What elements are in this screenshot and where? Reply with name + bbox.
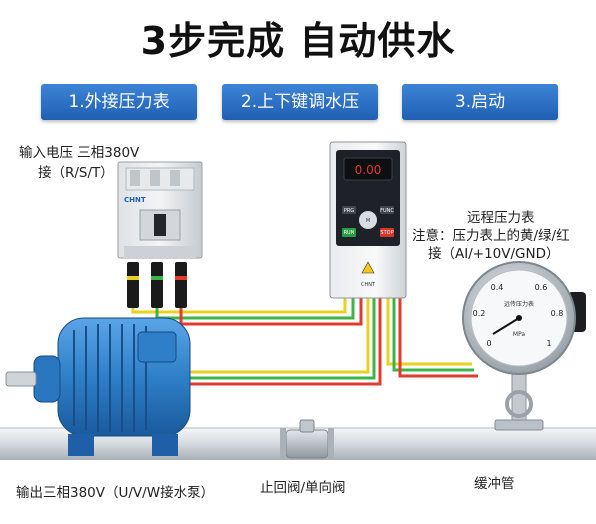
warning-icon <box>361 261 375 274</box>
svg-text:PRG: PRG <box>344 208 354 214</box>
svg-text:STOP: STOP <box>380 230 393 236</box>
motor-shaft <box>5 371 37 387</box>
gauge-tick-0.4: 0.4 <box>491 283 504 292</box>
gauge-tick-0: 0 <box>486 339 491 348</box>
headline: 3步完成 自动供水 <box>140 19 456 63</box>
gauge-tick-0.6: 0.6 <box>535 283 548 292</box>
prg-key[interactable] <box>342 206 356 214</box>
gauge-wires <box>386 298 478 378</box>
gauge-face-text: 远传压力表 <box>504 300 534 308</box>
gauge-needle <box>492 317 520 335</box>
gauge-tick-0.2: 0.2 <box>473 309 486 318</box>
circuit-breaker: CHNT <box>117 161 203 308</box>
buffer-tube-label: 缓冲管 <box>474 476 515 492</box>
pressure-gauge: 0 0.2 0.4 0.6 0.8 1 远传压力表 MPa <box>462 261 586 375</box>
dial-knob[interactable] <box>359 211 377 229</box>
breaker-handle[interactable] <box>154 214 166 236</box>
run-key[interactable] <box>342 228 356 237</box>
vfd-brand: CHNT <box>361 282 376 288</box>
gauge-tick-0.8: 0.8 <box>551 309 564 318</box>
gauge-terminal-label: 接（AI/+10V/GND） <box>428 246 560 262</box>
check-valve <box>280 419 334 460</box>
gauge-note-label: 注意：压力表上的黄/绿/红 <box>412 228 570 244</box>
gauge-scale: 0 0.2 0.4 0.6 0.8 1 <box>473 283 564 348</box>
vfd-inverter: 0.00 PRG FUNC M RUN STOP CHNT <box>329 141 407 299</box>
step-1-button[interactable]: 1.外接压力表 <box>41 84 197 120</box>
svg-text:RUN: RUN <box>344 230 355 236</box>
step-2-button[interactable]: 2.上下键调水压 <box>222 84 378 120</box>
svg-text:FUNC: FUNC <box>380 208 394 214</box>
pump-motor <box>5 317 191 456</box>
input-terminal-label: 接（R/S/T） <box>38 165 114 181</box>
remote-gauge-label: 远程压力表 <box>467 210 535 226</box>
input-voltage-label: 输入电压 三相380V <box>19 145 140 161</box>
check-valve-label: 止回阀/单向阀 <box>260 480 346 496</box>
gauge-tick-1: 1 <box>546 339 551 348</box>
output-voltage-label: 输出三相380V（U/V/W接水泵） <box>16 485 215 501</box>
vfd-display: 0.00 <box>355 163 382 177</box>
gauge-unit: MPa <box>513 331 526 338</box>
vfd-keypad: PRG FUNC M RUN STOP <box>342 206 394 237</box>
buffer-tube <box>494 371 544 431</box>
stop-key[interactable] <box>380 228 394 237</box>
svg-text:M: M <box>366 218 370 224</box>
motor-terminal-box <box>137 331 177 363</box>
func-key[interactable] <box>380 206 394 214</box>
breaker-brand: CHNT <box>124 196 146 204</box>
step-3-button[interactable]: 3.启动 <box>402 84 558 120</box>
